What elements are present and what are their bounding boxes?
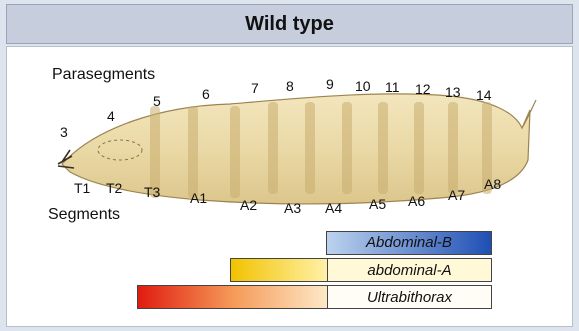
- parasegments-heading: Parasegments: [52, 66, 155, 84]
- segment-a6: A6: [408, 193, 425, 209]
- segment-t3: T3: [144, 184, 160, 200]
- parasegment-7: 7: [251, 80, 259, 96]
- segment-a5: A5: [369, 196, 386, 212]
- ultrabithorax-bar: [137, 285, 329, 309]
- abdominal-a-label: abdominal-A: [327, 258, 492, 282]
- parasegment-10: 10: [355, 78, 371, 94]
- abdominal-b-label: Abdominal-B: [336, 231, 482, 255]
- parasegment-13: 13: [445, 84, 461, 100]
- segment-band: [342, 102, 352, 194]
- segment-a8: A8: [484, 176, 501, 192]
- abdominal-a-bar: [230, 258, 328, 282]
- segment-band: [188, 106, 198, 198]
- parasegment-11: 11: [385, 79, 400, 95]
- segment-band: [378, 102, 388, 194]
- segment-band: [305, 102, 315, 194]
- segment-a4: A4: [325, 200, 342, 216]
- ultrabithorax-label: Ultrabithorax: [327, 285, 492, 309]
- segment-t2: T2: [106, 180, 122, 196]
- segment-a2: A2: [240, 197, 257, 213]
- segment-band: [230, 106, 240, 198]
- segment-a7: A7: [448, 187, 465, 203]
- parasegment-5: 5: [153, 93, 161, 109]
- segment-band: [414, 102, 424, 194]
- parasegment-6: 6: [202, 86, 210, 102]
- segments-heading: Segments: [48, 206, 120, 224]
- segment-band: [268, 102, 278, 194]
- segment-a1: A1: [190, 190, 207, 206]
- segment-t1: T1: [74, 180, 90, 196]
- parasegment-14: 14: [476, 87, 492, 103]
- parasegment-9: 9: [326, 76, 334, 92]
- parasegment-3: 3: [60, 124, 68, 140]
- segment-band: [448, 102, 458, 194]
- segment-a3: A3: [284, 200, 301, 216]
- parasegment-12: 12: [415, 81, 431, 97]
- parasegment-8: 8: [286, 78, 294, 94]
- parasegment-4: 4: [107, 108, 115, 124]
